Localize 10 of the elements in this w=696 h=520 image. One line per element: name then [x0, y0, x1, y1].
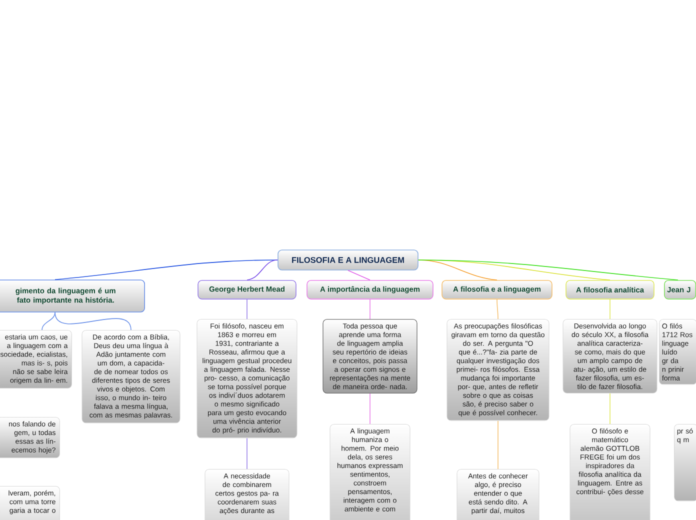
connector-line — [246, 438, 248, 470]
connector-line — [418, 260, 678, 280]
connector-line — [54, 260, 278, 280]
connector-line — [246, 299, 248, 320]
connector-line — [42, 312, 56, 330]
connector-line — [246, 260, 278, 280]
connector-line — [348, 270, 370, 280]
connector-line — [496, 299, 498, 320]
connector-line — [54, 312, 132, 330]
central-topic-box: FILOSOFIA E A LINGUAGEM — [278, 250, 418, 270]
